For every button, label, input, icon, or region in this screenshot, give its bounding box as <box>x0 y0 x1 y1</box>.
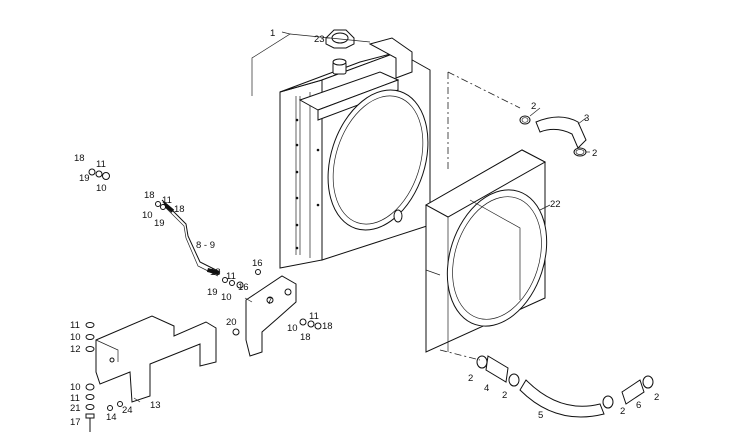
support-bracket-13 <box>95 315 217 403</box>
callout-11: 11 <box>96 159 106 170</box>
callout-10: 10 <box>96 183 107 194</box>
callout-18: 18 <box>74 153 85 164</box>
callout-11: 11 <box>226 271 236 282</box>
callout-2: 2 <box>592 148 597 159</box>
hardware-stack-left <box>85 322 95 432</box>
callout-1: 1 <box>270 28 275 39</box>
callout-19: 19 <box>79 173 90 184</box>
stay-rod <box>161 199 221 277</box>
callout-10: 10 <box>287 323 298 334</box>
callout-16: 16 <box>252 258 263 269</box>
hardware-14-24 <box>107 401 123 411</box>
callout-2: 2 <box>468 373 473 384</box>
callout-2: 2 <box>502 390 507 401</box>
callout-3: 3 <box>584 113 589 124</box>
hardware-bracket-right <box>299 318 322 330</box>
callout-10: 10 <box>70 332 81 343</box>
callout-17: 17 <box>70 417 81 428</box>
callout-10: 10 <box>221 292 232 303</box>
upper-hose-group <box>519 115 587 157</box>
callout-19: 19 <box>207 287 218 298</box>
callout-2: 2 <box>620 406 625 417</box>
callout-18: 18 <box>322 321 333 332</box>
callout-labels: 1 23 2 3 2 22 18 11 19 10 18 11 18 10 19… <box>70 28 659 428</box>
callout-5: 5 <box>538 410 543 421</box>
callout-2: 2 <box>654 392 659 403</box>
callout-19: 19 <box>154 218 165 229</box>
callout-18: 18 <box>210 267 221 278</box>
hardware-cluster-top-left <box>88 168 110 180</box>
callout-6: 6 <box>636 400 641 411</box>
callout-11: 11 <box>162 195 172 206</box>
callout-11: 11 <box>70 320 80 331</box>
callout-4: 4 <box>484 383 489 394</box>
callout-8-9: 8 - 9 <box>196 240 215 251</box>
radiator-assembly <box>279 37 521 269</box>
radiator-cap <box>325 29 355 49</box>
callout-7: 7 <box>267 296 272 307</box>
callout-11: 11 <box>309 311 319 322</box>
washer-20 <box>232 328 240 336</box>
leader-lines <box>133 31 590 403</box>
callout-22: 22 <box>550 199 561 210</box>
hardware-rod-top <box>155 201 166 210</box>
callout-11: 11 <box>70 393 80 404</box>
hardware-rod-bottom <box>222 269 261 289</box>
callout-12: 12 <box>70 344 81 355</box>
callout-18: 18 <box>144 190 155 201</box>
callout-10: 10 <box>70 382 81 393</box>
callout-16: 16 <box>238 282 249 293</box>
callout-21: 21 <box>70 403 81 414</box>
callout-23: 23 <box>314 34 325 45</box>
bracket-7 <box>245 275 297 357</box>
callout-10: 10 <box>142 210 153 221</box>
callout-14: 14 <box>106 412 117 423</box>
fan-shroud <box>424 149 548 353</box>
callout-13: 13 <box>150 400 161 411</box>
lower-hose-group <box>439 349 654 418</box>
callout-24: 24 <box>122 405 133 416</box>
callout-18: 18 <box>174 204 185 215</box>
callout-20: 20 <box>226 317 237 328</box>
callout-18: 18 <box>300 332 311 343</box>
callout-2: 2 <box>531 101 536 112</box>
